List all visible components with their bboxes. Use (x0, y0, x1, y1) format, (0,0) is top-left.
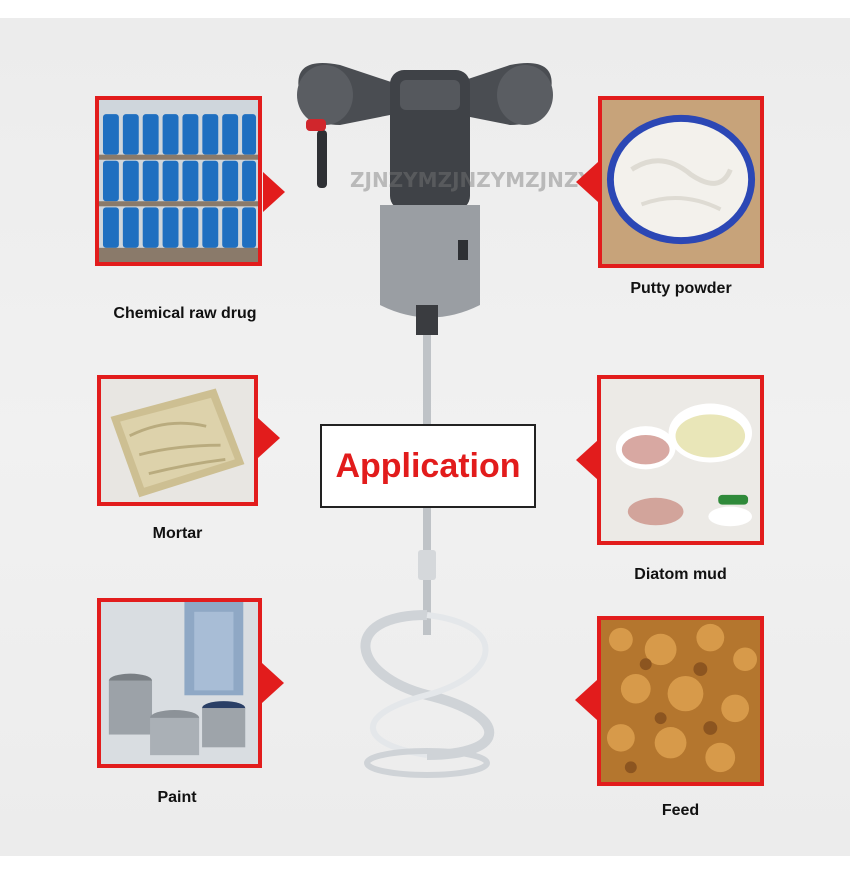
label-putty-powder: Putty powder (630, 280, 732, 297)
arrow-right-icon (262, 663, 284, 703)
arrow-right-icon (258, 418, 280, 458)
mixer-drill-illustration (297, 63, 553, 778)
arrow-left-icon (576, 162, 598, 202)
paint-image (101, 602, 258, 764)
diatom-mud-image (601, 379, 760, 541)
card-putty-powder (598, 96, 764, 268)
arrow-right-icon (263, 172, 285, 212)
label-chemical-raw-drug: Chemical raw drug (113, 305, 257, 322)
label-mortar: Mortar (152, 525, 203, 542)
label-diatom-mud: Diatom mud (634, 566, 727, 583)
arrow-left-icon (575, 680, 597, 720)
card-diatom-mud (597, 375, 764, 545)
application-title-box: Application (320, 424, 536, 508)
card-mortar (97, 375, 258, 506)
application-title: Application (335, 446, 521, 485)
card-paint (97, 598, 262, 768)
watermark-text: ZJNZYMZJNZYMZJNZYM (350, 168, 613, 192)
barrels-image (99, 100, 258, 262)
mortar-image (101, 379, 254, 502)
arrow-left-icon (576, 440, 598, 480)
label-feed: Feed (661, 802, 700, 819)
card-chemical-raw-drug (95, 96, 262, 266)
feed-image (601, 620, 760, 782)
card-feed (597, 616, 764, 786)
label-paint: Paint (157, 789, 197, 806)
putty-image (602, 100, 760, 264)
